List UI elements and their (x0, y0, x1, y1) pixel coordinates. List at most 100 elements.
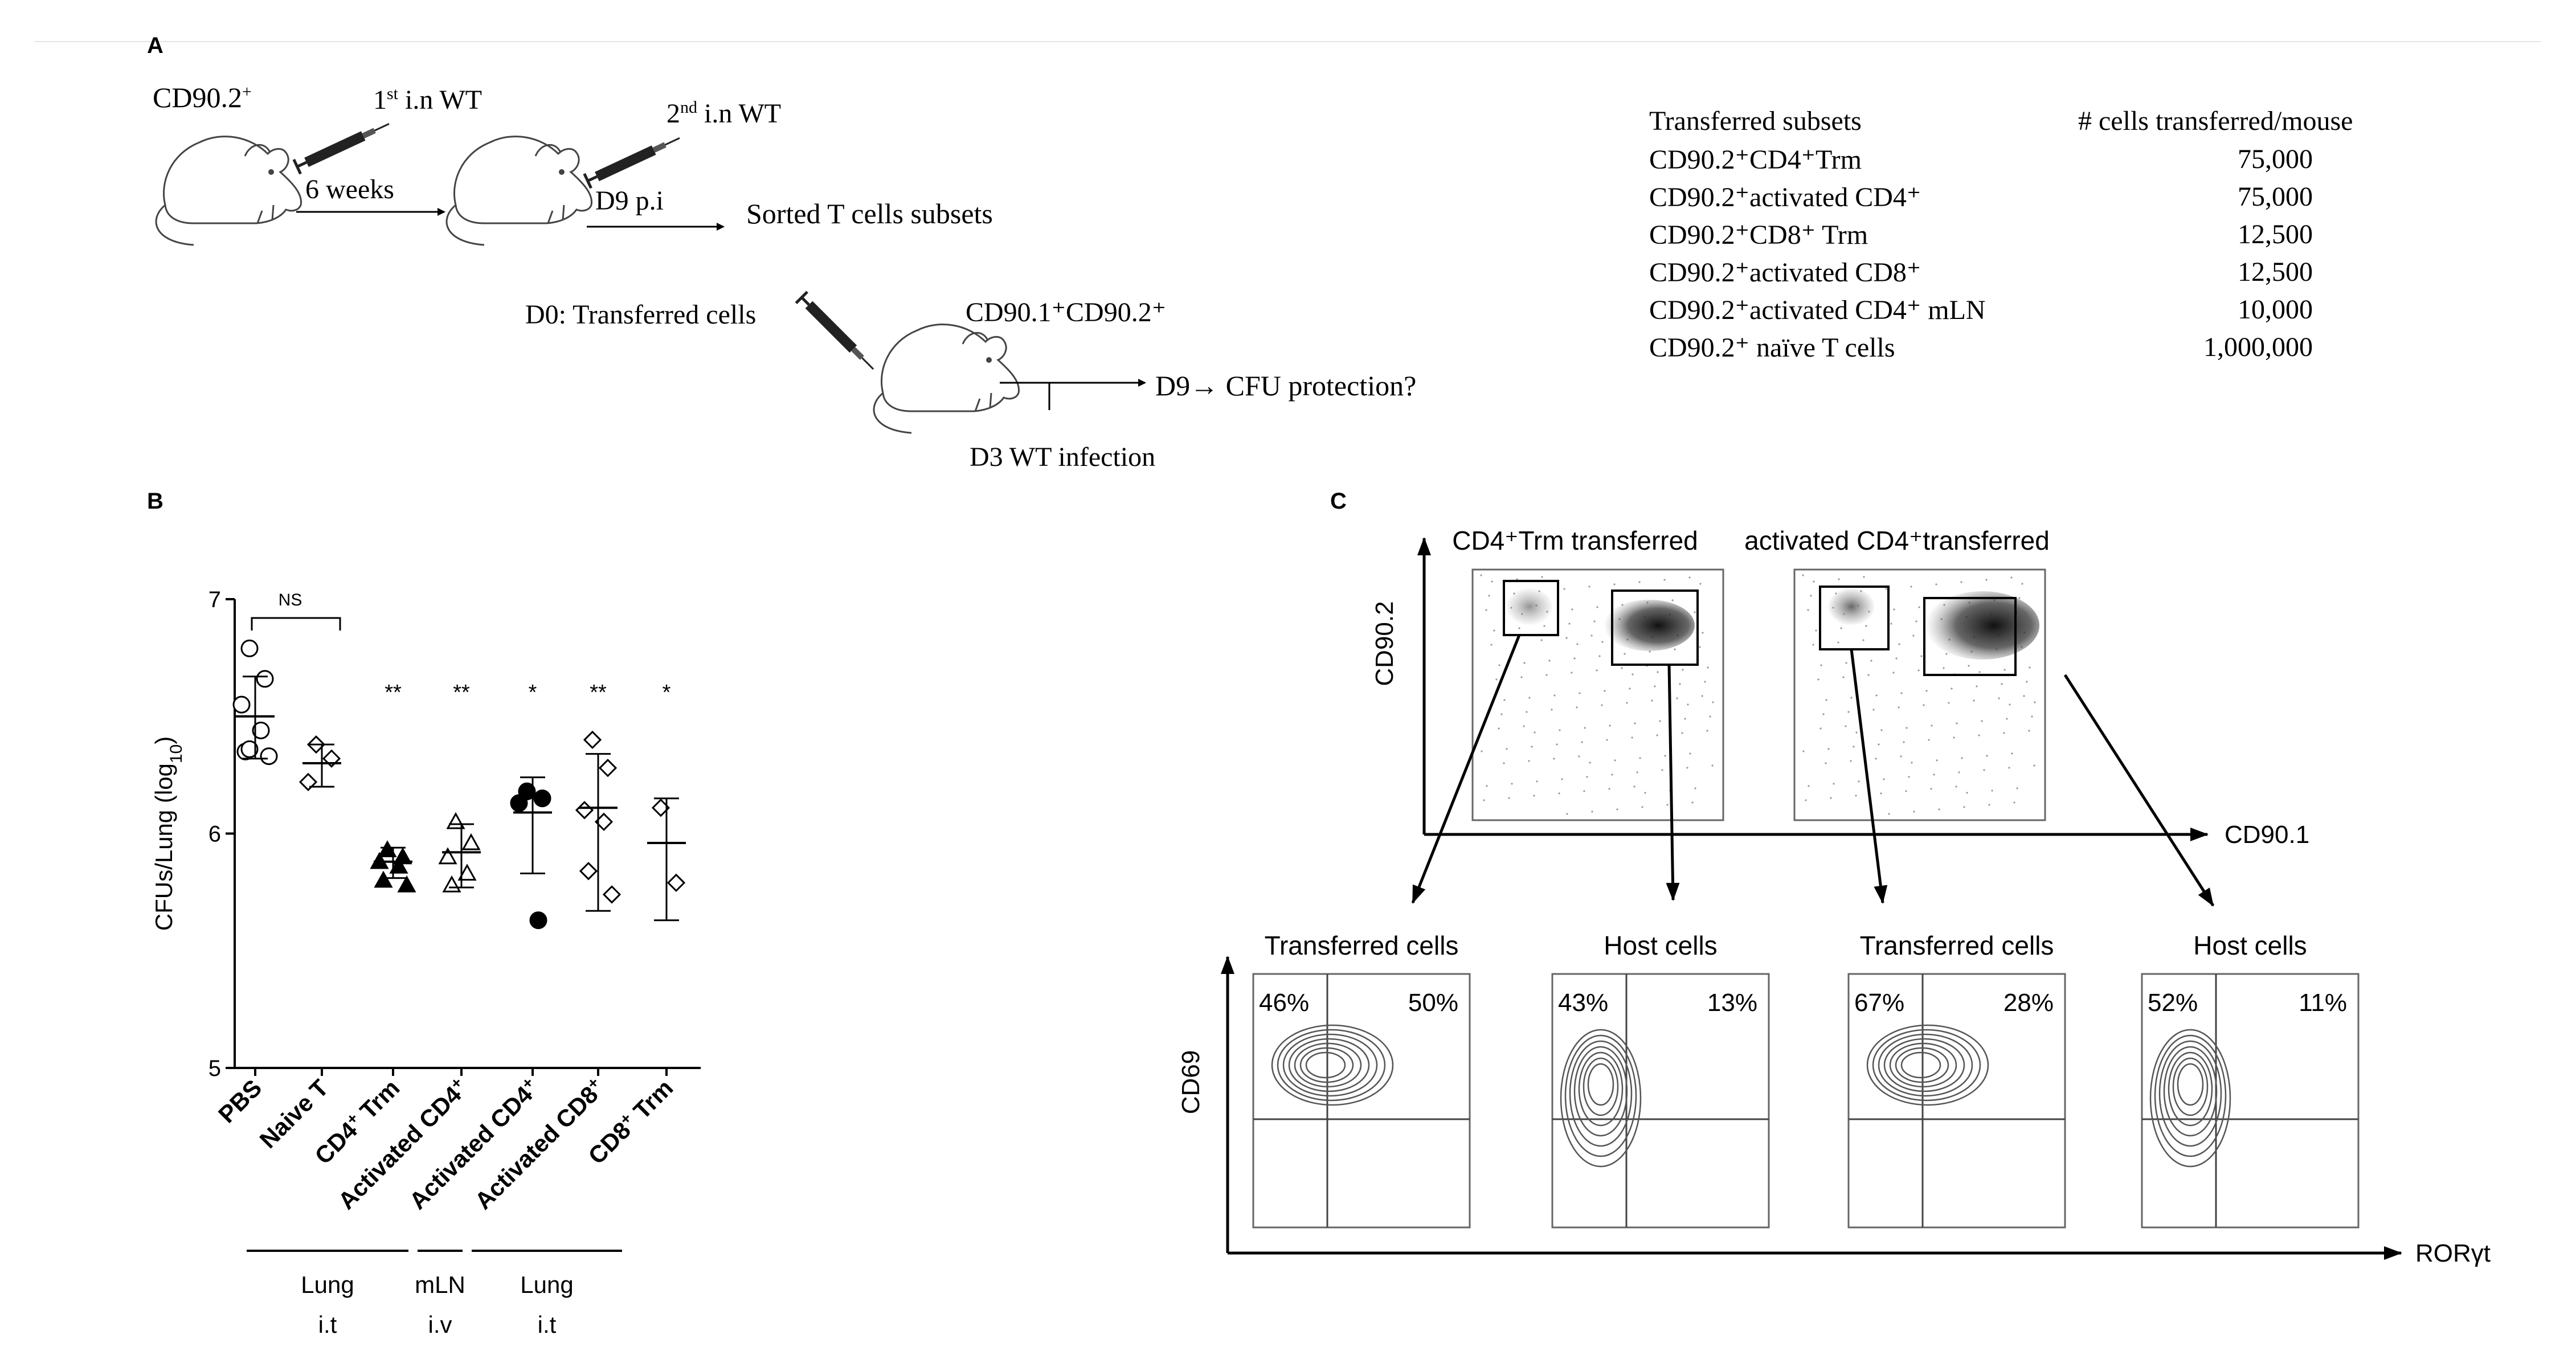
background-dot (1858, 780, 1860, 783)
contour-line (2163, 1046, 2218, 1137)
background-dot (1634, 722, 1636, 724)
background-dot (1986, 755, 1988, 757)
background-dot (1571, 672, 1573, 674)
background-dot (1912, 634, 1915, 637)
background-dot (1988, 804, 1990, 806)
background-dot (1601, 641, 1604, 643)
background-dot (1910, 586, 1912, 588)
background-dot (1588, 586, 1590, 588)
background-dot (1654, 685, 1656, 687)
background-dot (1706, 730, 1708, 732)
background-dot (1963, 806, 1965, 808)
background-dot (1589, 762, 1591, 764)
background-dot (1571, 608, 1573, 611)
table-row-subset: CD90.2⁺CD8⁺ Trm (1649, 220, 1868, 250)
background-dot (1528, 760, 1530, 762)
background-dot (1593, 620, 1596, 623)
background-dot (1855, 795, 1857, 797)
significance-label: * (529, 681, 537, 705)
top-plot-title: CD4⁺Trm transferred (1452, 526, 1698, 555)
table-row-cells: 12,500 (2238, 257, 2313, 287)
background-dot (1523, 662, 1526, 664)
background-dot (2034, 701, 2036, 703)
background-dot (1880, 792, 1882, 795)
background-dot (1506, 748, 1508, 750)
background-dot (1842, 676, 1845, 678)
background-dot (1541, 576, 1543, 578)
gated-population (1829, 588, 1874, 625)
group-route-label: i.v (428, 1311, 452, 1338)
table-row-subset: CD90.2⁺activated CD4⁺ mLN (1649, 295, 1986, 325)
background-dot (1702, 632, 1704, 634)
contour-line (1900, 1051, 1941, 1079)
data-point (260, 747, 278, 765)
background-dot (1855, 731, 1858, 734)
background-dot (1917, 669, 1920, 672)
host-population (1604, 600, 1695, 651)
background-dot (1875, 694, 1878, 697)
data-point (299, 772, 318, 792)
background-dot (1935, 583, 1937, 586)
background-dot (1819, 727, 1822, 730)
background-dot (1802, 750, 1805, 752)
background-dot (1888, 813, 1890, 815)
contour-line (2168, 1051, 2213, 1127)
background-dot (1543, 625, 1545, 627)
background-dot (1908, 776, 1910, 778)
host-gate (1923, 597, 2017, 676)
background-dot (1649, 650, 1651, 653)
background-dot (1802, 574, 1804, 576)
background-dot (2031, 715, 2033, 718)
d9-pi-label: D9 p.i (595, 186, 664, 216)
transferred-gate (1503, 580, 1559, 636)
table-row-cells: 12,500 (2238, 219, 2313, 249)
category-label-sup: + (447, 1073, 465, 1092)
background-dot (1590, 634, 1593, 637)
rorgt-axis-label: RORγt (2415, 1239, 2491, 1267)
background-dot (1955, 785, 1957, 788)
background-dot (1679, 683, 1681, 685)
background-dot (1872, 709, 1875, 711)
background-dot (1938, 808, 1940, 810)
recipient-label: CD90.1⁺CD90.2⁺ (966, 297, 1167, 328)
background-dot (1863, 576, 1865, 578)
y-tick-label: 7 (208, 587, 221, 612)
background-dot (2026, 681, 2028, 683)
y-axis-label: CFUs/Lung (log10) (150, 736, 186, 931)
background-dot (1699, 646, 1701, 648)
background-dot (1583, 790, 1585, 792)
contour-line (1299, 1047, 1354, 1083)
background-dot (1551, 709, 1553, 711)
data-point (438, 847, 457, 865)
background-dot (1951, 687, 1953, 690)
bottom-plot-title: Transferred cells (1860, 931, 2054, 960)
data-point (598, 759, 618, 777)
table-row-subset: CD90.2⁺activated CD8⁺ (1649, 257, 1921, 288)
background-dot (1503, 762, 1505, 764)
background-dot (1923, 704, 1925, 706)
group-tissue-label: mLN (415, 1271, 465, 1298)
background-dot (1817, 678, 1819, 681)
donor-label-text: CD90.2 (153, 81, 242, 113)
background-dot (1827, 748, 1830, 750)
table-header-cells: # cells transferred/mouse (2078, 106, 2353, 136)
background-dot (1920, 655, 1923, 657)
background-dot (1659, 720, 1661, 722)
category-label-sup: + (518, 1073, 537, 1092)
table-row-subset: CD90.2⁺activated CD4⁺ (1649, 182, 1921, 212)
gate-arrow (2063, 674, 2215, 907)
cd901-axis-label: CD90.1 (2225, 821, 2309, 849)
contour-line (1578, 1051, 1624, 1127)
table-row-cells: 10,000 (2238, 294, 2313, 325)
background-dot (1674, 648, 1676, 650)
cd902-axis-label: CD90.2 (1371, 601, 1399, 686)
data-point (252, 721, 270, 739)
background-dot (1516, 578, 1518, 580)
data-point (232, 695, 251, 714)
background-dot (1533, 795, 1535, 797)
panel-label-c: C (1330, 489, 1347, 514)
second-in-sup: nd (680, 98, 697, 117)
bottom-plot-title: Host cells (1604, 931, 1717, 960)
gate-arrow (1411, 634, 1521, 904)
